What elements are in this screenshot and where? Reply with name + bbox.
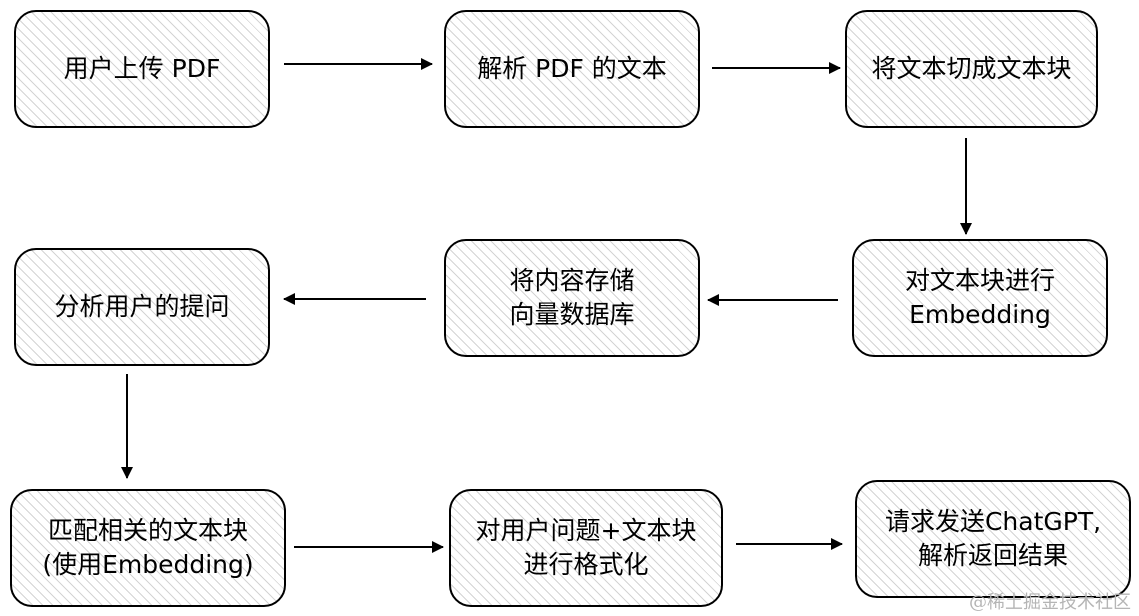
node-match-chunks-label: 匹配相关的文本块 (使用Embedding): [42, 516, 254, 579]
node-store-vectors-label: 将内容存储 向量数据库: [509, 266, 635, 329]
node-send-chatgpt: 请求发送ChatGPT, 解析返回结果: [855, 480, 1131, 598]
node-split-text-label: 将文本切成文本块: [871, 54, 1072, 83]
node-upload-pdf-label: 用户上传 PDF: [63, 54, 221, 83]
node-format-prompt-label: 对用户问题+文本块 进行格式化: [475, 516, 697, 579]
watermark: @稀土掘金技术社区: [969, 592, 1131, 613]
node-store-vectors: 将内容存储 向量数据库: [444, 239, 700, 357]
node-match-chunks: 匹配相关的文本块 (使用Embedding): [10, 489, 286, 607]
node-upload-pdf: 用户上传 PDF: [14, 10, 270, 128]
node-analyze-question: 分析用户的提问: [14, 248, 270, 366]
node-embed-chunks: 对文本块进行 Embedding: [852, 239, 1108, 357]
node-parse-pdf-label: 解析 PDF 的文本: [477, 54, 667, 83]
node-analyze-question-label: 分析用户的提问: [54, 292, 230, 321]
node-split-text: 将文本切成文本块: [845, 10, 1098, 128]
node-send-chatgpt-label: 请求发送ChatGPT, 解析返回结果: [884, 507, 1102, 570]
node-embed-chunks-label: 对文本块进行 Embedding: [904, 266, 1055, 329]
node-format-prompt: 对用户问题+文本块 进行格式化: [449, 489, 723, 607]
node-parse-pdf: 解析 PDF 的文本: [444, 10, 700, 128]
